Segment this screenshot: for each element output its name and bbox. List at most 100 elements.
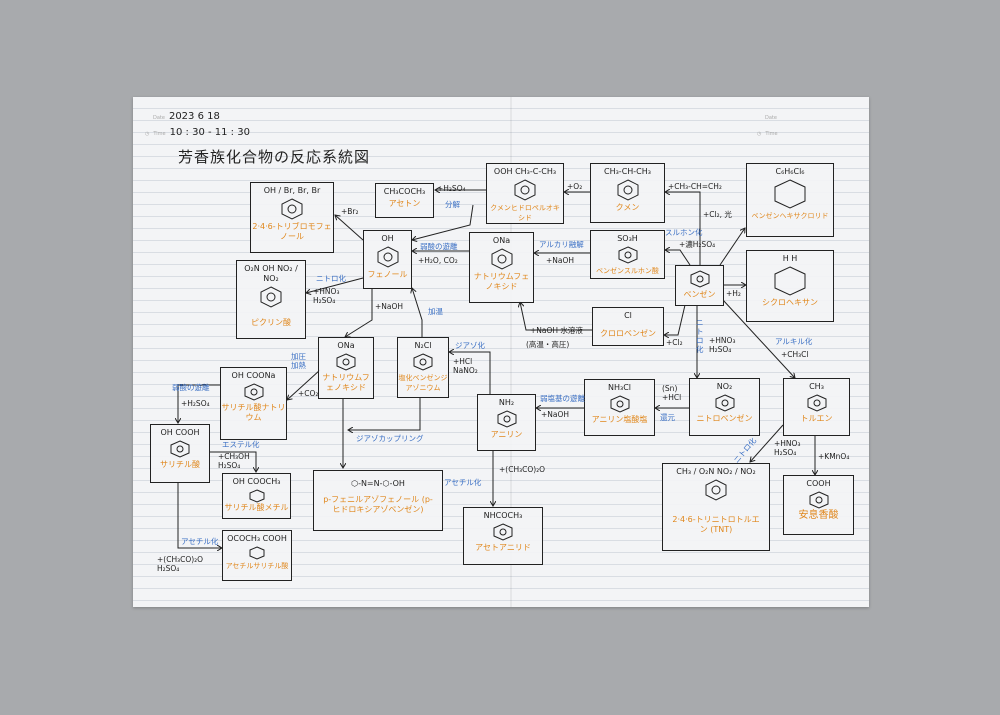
compound-name: 2·4·6-トリニトロトルエン (TNT) <box>672 515 760 534</box>
compound-name: 安息香酸 <box>798 510 839 521</box>
arrow <box>520 302 592 331</box>
compound-name: ベンゼン <box>683 290 716 299</box>
reagent-label: +H₂SO₄ <box>181 399 210 408</box>
time-label: Time <box>153 131 166 137</box>
arrow <box>345 288 373 337</box>
formula: CH₃COCH₃ <box>383 187 426 196</box>
reagent-label: +CH₃Cl <box>781 350 809 359</box>
reaction-label: アルキル化 <box>775 337 813 346</box>
clock-icon: ◷ <box>757 131 762 137</box>
reaction-label: 還元 <box>660 413 675 422</box>
reagent-label: +NaOH <box>546 256 575 265</box>
reaction-label: ジアゾカップリング <box>356 434 424 443</box>
benzene-ring-icon <box>377 246 398 268</box>
reagent-label: +H₂SO₄ <box>437 184 466 193</box>
reagent-label: +O₂ <box>567 182 583 191</box>
benzene-ring-icon <box>807 394 826 412</box>
compound-name: ニトロベンゼン <box>696 414 753 423</box>
arrow <box>665 192 701 265</box>
reaction-label: アセチル化 <box>444 478 482 487</box>
benzene-ring-icon <box>690 270 709 288</box>
reaction-label: 加圧 加熱 <box>291 352 306 370</box>
formula: CH₃-CH-CH₃ <box>604 167 651 176</box>
benzene-ring-icon <box>281 198 303 220</box>
compound-name: サリチル酸ナトリウム <box>221 403 286 422</box>
compound-name: ベンゼンスルホン酸 <box>596 267 659 275</box>
compound-name: アセチルサリチル酸 <box>225 562 289 570</box>
formula: O₂N OH NO₂ / NO₂ <box>244 264 298 283</box>
arrow <box>664 304 686 335</box>
arrow <box>750 424 784 462</box>
benzene-ring-icon <box>705 479 727 501</box>
arrow <box>177 482 222 548</box>
formula: N₂Cl <box>414 341 432 350</box>
compound-name: ナトリウムフェノキシド <box>322 373 370 392</box>
formula: OCOCH₃ COOH <box>227 534 287 543</box>
formula: C₆H₆Cl₆ <box>775 167 805 176</box>
reaction-label: ニトロ化 <box>696 318 704 354</box>
reaction-label: 分解 <box>445 200 460 209</box>
arrow <box>665 250 691 266</box>
arrow <box>449 352 491 394</box>
node-acetone: CH₃COCH₃ アセトン <box>375 183 434 218</box>
reaction-label: アルカリ融解 <box>539 240 584 249</box>
reaction-label: ニトロ化 <box>316 274 346 283</box>
formula: OH <box>381 234 394 243</box>
formula: CH₃ <box>809 382 824 391</box>
reagent-label: +(CH₃CO)₂O H₂SO₄ <box>157 555 204 573</box>
right-time-label: Time <box>765 131 778 137</box>
compound-name: フェノール <box>367 270 408 279</box>
compound-name: アセトン <box>388 199 421 208</box>
benzene-ring-icon <box>413 353 433 371</box>
reagent-label: +濃H₂SO₄ <box>679 240 716 249</box>
reagent-label: +CH₃OH H₂SO₄ <box>218 452 250 470</box>
reagent-label: +H₂ <box>726 289 741 298</box>
reagent-label: +H₂O, CO₂ <box>418 256 458 265</box>
date-value: 2023 6 18 <box>168 111 220 122</box>
benzene-ring-icon <box>249 489 264 503</box>
node-acetylsalicylic-acid: OCOCH₃ COOH アセチルサリチル酸 <box>222 530 292 581</box>
formula: SO₃H <box>617 234 638 243</box>
node-nitrobenzene: NO₂ ニトロベンゼン <box>689 378 760 436</box>
benzene-ring-icon <box>618 246 637 264</box>
formula: OOH CH₃-C-CH₃ <box>493 167 557 176</box>
formula: ⬡-N=N-⬡-OH <box>351 479 405 488</box>
compound-name: サリチル酸メチル <box>224 503 289 512</box>
formula: ONa <box>492 236 511 245</box>
reaction-label: スルホン化 <box>665 228 703 237</box>
reagent-label: +NaOH <box>541 410 570 419</box>
compound-name: アニリン <box>490 430 523 439</box>
node-benzene-hexachloride: C₆H₆Cl₆ ベンゼンヘキサクロリド <box>746 163 834 237</box>
reaction-label: 加温 <box>428 307 443 316</box>
compound-name: シクロヘキサン <box>762 298 818 307</box>
benzene-ring-icon <box>497 410 516 428</box>
benzene-ring-icon <box>170 440 190 458</box>
reagent-label: +CH₃-CH=CH₂ <box>668 182 722 191</box>
formula: NO₂ <box>716 382 733 391</box>
benzene-ring-icon <box>715 394 734 412</box>
cyclohexane-ring-icon <box>774 179 806 209</box>
reagent-label: +KMnO₄ <box>818 452 850 461</box>
compound-name: 2·4·6-トリブロモフェノール <box>252 222 332 241</box>
benzene-ring-icon <box>249 546 265 560</box>
node-benzene: ベンゼン <box>675 265 724 306</box>
compound-name: サリチル酸 <box>160 460 200 469</box>
reagent-label: (Sn) +HCl <box>662 384 682 402</box>
compound-name: アニリン塩酸塩 <box>591 415 648 424</box>
formula: NHCOCH₃ <box>483 511 523 520</box>
compound-name: ベンゼンヘキサクロリド <box>751 212 829 220</box>
reaction-label: エステル化 <box>222 440 260 449</box>
compound-name: ピクリン酸 <box>251 318 291 327</box>
reagent-label: +Br₂ <box>341 207 359 216</box>
formula: OH COOCH₃ <box>232 477 281 486</box>
